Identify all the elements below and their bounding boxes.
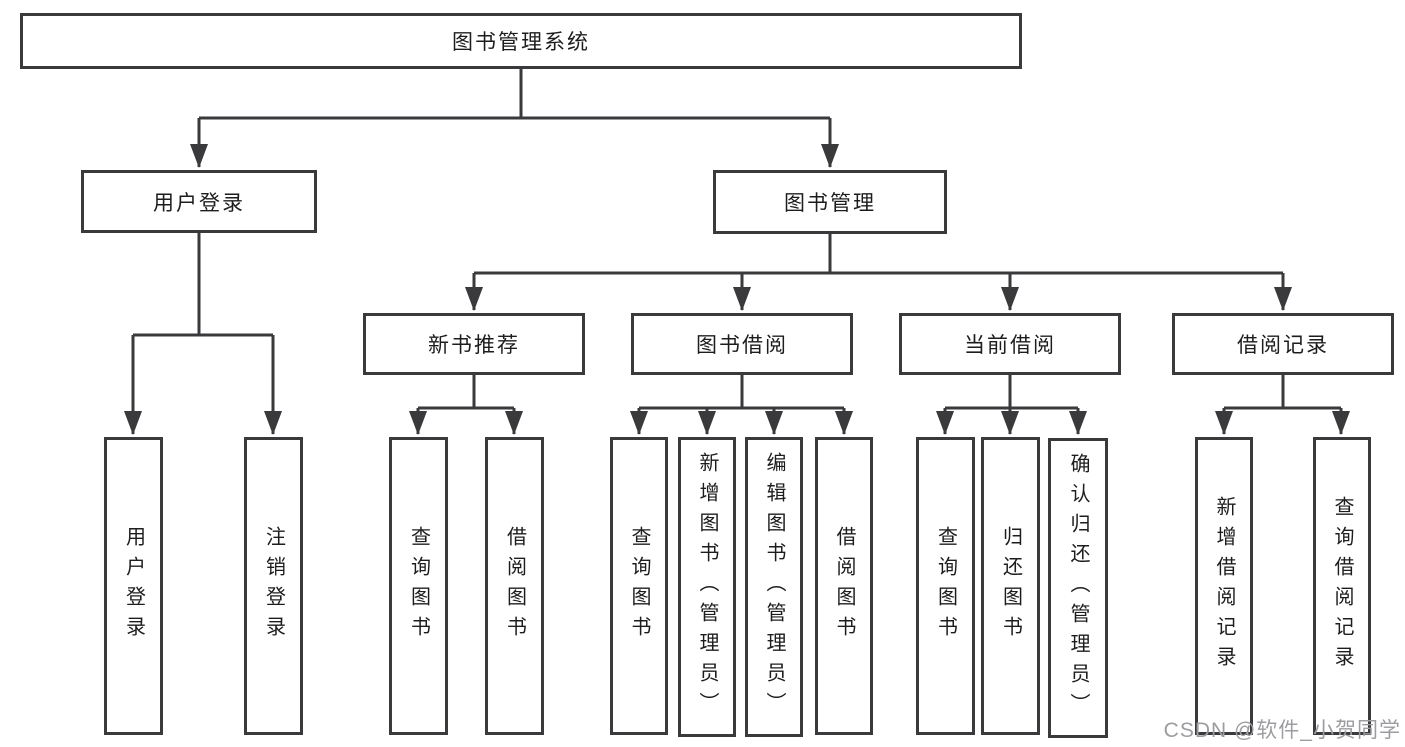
node-label: 图书管理系统 <box>452 31 590 54</box>
node-label: 查询图书 <box>628 526 650 646</box>
leaf-nbr-query-books: 查询图书 <box>389 437 448 735</box>
leaf-br-query-record: 查询借阅记录 <box>1313 437 1371 735</box>
node-label: 注销登录 <box>262 526 285 646</box>
node-label: 新书推荐 <box>428 334 520 357</box>
node-label: 新增借阅记录 <box>1213 496 1235 676</box>
leaf-bb-add-books-admin: 新增图书（管理员） <box>678 437 736 737</box>
node-book-borrowing: 图书借阅 <box>631 313 853 375</box>
node-user-login: 用户登录 <box>81 170 317 233</box>
leaf-br-add-record: 新增借阅记录 <box>1195 437 1253 735</box>
node-label: 图书借阅 <box>696 334 788 357</box>
node-label: 新增图书（管理员） <box>696 452 718 722</box>
node-label: 借阅图书 <box>503 526 526 646</box>
leaf-cb-return-books: 归还图书 <box>981 437 1040 735</box>
node-label: 查询借阅记录 <box>1331 496 1353 676</box>
node-label: 确认归还（管理员） <box>1067 453 1089 723</box>
leaf-bb-edit-books-admin: 编辑图书（管理员） <box>745 437 803 737</box>
node-label: 查询图书 <box>934 526 957 646</box>
node-library-system: 图书管理系统 <box>20 13 1022 69</box>
leaf-cb-query-books: 查询图书 <box>916 437 975 735</box>
leaf-logout: 注销登录 <box>244 437 303 735</box>
node-current-borrowing: 当前借阅 <box>899 313 1121 375</box>
leaf-bb-query-books: 查询图书 <box>610 437 668 735</box>
watermark: CSDN @软件_小贺同学 <box>1163 719 1401 742</box>
node-new-book-recommend: 新书推荐 <box>363 313 585 375</box>
node-label: 当前借阅 <box>964 334 1056 357</box>
node-borrowing-records: 借阅记录 <box>1172 313 1394 375</box>
leaf-nbr-borrow-books: 借阅图书 <box>485 437 544 735</box>
leaf-cb-confirm-return-admin: 确认归还（管理员） <box>1048 438 1108 738</box>
node-label: 借阅记录 <box>1237 334 1329 357</box>
leaf-user-login: 用户登录 <box>104 437 163 735</box>
leaf-bb-borrow-books: 借阅图书 <box>815 437 873 735</box>
node-label: 编辑图书（管理员） <box>763 452 785 722</box>
node-label: 用户登录 <box>153 191 245 215</box>
node-label: 图书管理 <box>784 192 876 215</box>
tree-rails <box>133 69 1341 410</box>
node-label: 借阅图书 <box>833 526 855 646</box>
node-label: 用户登录 <box>122 526 145 646</box>
node-book-management: 图书管理 <box>713 170 947 234</box>
node-label: 归还图书 <box>999 526 1022 646</box>
node-label: 查询图书 <box>407 526 430 646</box>
